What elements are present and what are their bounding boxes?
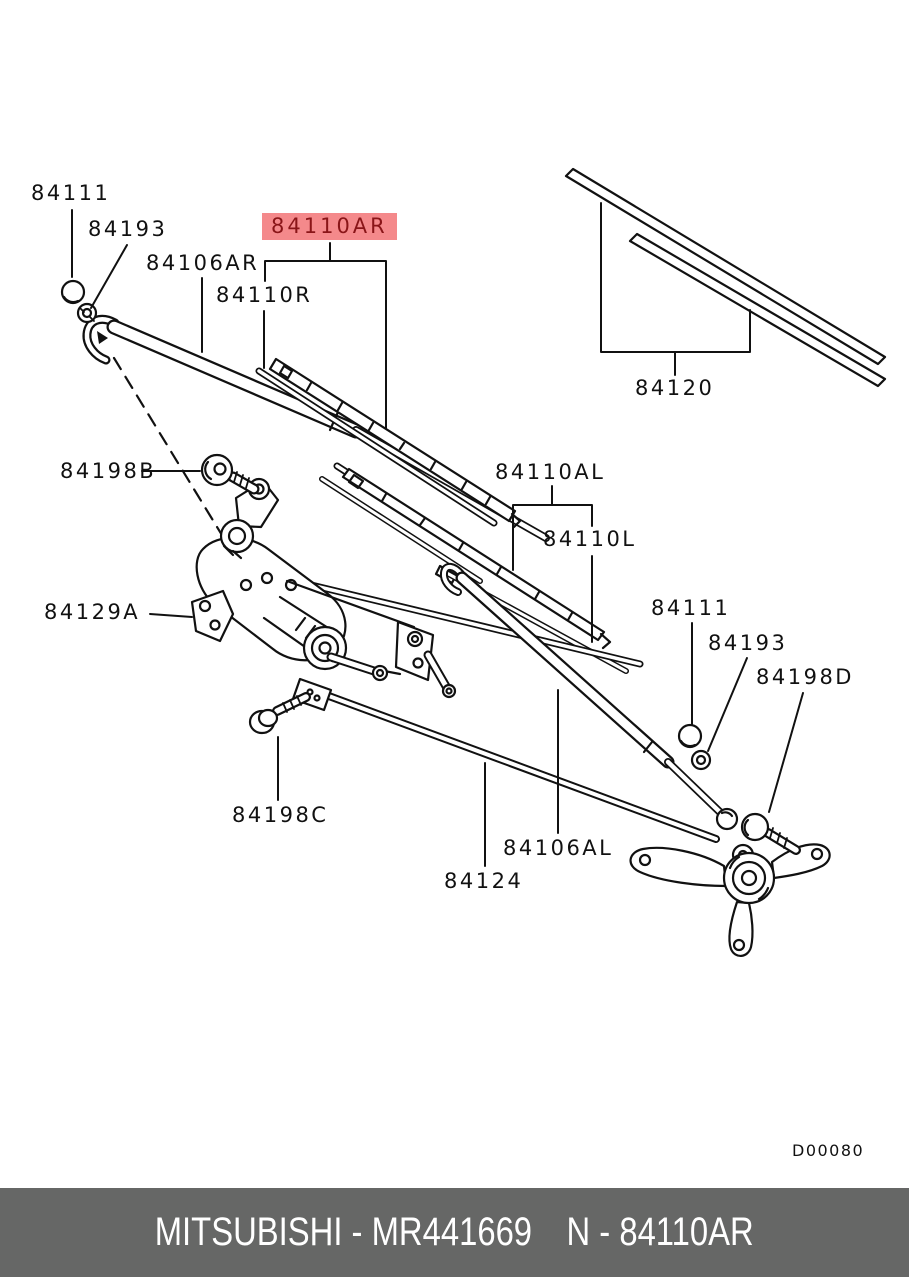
pivot-nut-top-left <box>76 302 98 324</box>
footer-brand-part: MITSUBISHI - MR441669 <box>155 1210 533 1254</box>
bolt-84198c <box>248 692 311 735</box>
linkage-rod-upper <box>278 574 644 668</box>
wiper-arm-left <box>439 562 739 831</box>
part-label-84198b[interactable]: 84198B <box>60 459 157 483</box>
alignment-dash-line <box>112 356 230 547</box>
bolt-84198b <box>200 453 260 495</box>
leader-lines <box>71 202 804 867</box>
part-label-84110ar-highlighted[interactable]: 84110AR <box>262 213 397 241</box>
part-label-84110l[interactable]: 84110L <box>543 527 637 551</box>
part-label-84110r[interactable]: 84110R <box>216 283 313 307</box>
part-label-84111-top[interactable]: 84111 <box>31 181 111 205</box>
part-label-84120[interactable]: 84120 <box>635 376 715 400</box>
pivot-cap-right <box>677 723 703 749</box>
linkage-rod-84124 <box>291 677 720 843</box>
refill-strips <box>564 167 887 388</box>
wiper-blade-left <box>333 462 629 674</box>
part-label-84124[interactable]: 84124 <box>444 869 524 893</box>
part-label-84106ar[interactable]: 84106AR <box>146 251 260 275</box>
footer-banner-text: MITSUBISHI - MR441669 N - 84110AR <box>155 1210 754 1255</box>
footer-banner: MITSUBISHI - MR441669 N - 84110AR <box>0 1188 909 1277</box>
diagram-code: D00080 <box>792 1141 865 1160</box>
part-label-84110al[interactable]: 84110AL <box>495 460 606 484</box>
wiper-arm-right <box>82 315 550 542</box>
pivot-cap-top-left <box>60 279 86 305</box>
bolt-84198d <box>740 812 801 855</box>
wiper-motor-assembly <box>190 477 457 699</box>
part-label-84193-top[interactable]: 84193 <box>88 217 168 241</box>
wiper-blade-right <box>255 357 522 584</box>
footer-ref-part: N - 84110AR <box>566 1210 754 1254</box>
part-label-84198d[interactable]: 84198D <box>756 665 854 689</box>
part-label-84198c[interactable]: 84198C <box>232 803 329 827</box>
part-label-84193-right[interactable]: 84193 <box>708 631 788 655</box>
part-label-84106al[interactable]: 84106AL <box>503 836 614 860</box>
part-label-84111-right[interactable]: 84111 <box>651 596 731 620</box>
pivot-bracket <box>629 843 831 957</box>
pivot-nut-right <box>690 749 712 771</box>
part-label-84129a[interactable]: 84129A <box>44 600 141 624</box>
